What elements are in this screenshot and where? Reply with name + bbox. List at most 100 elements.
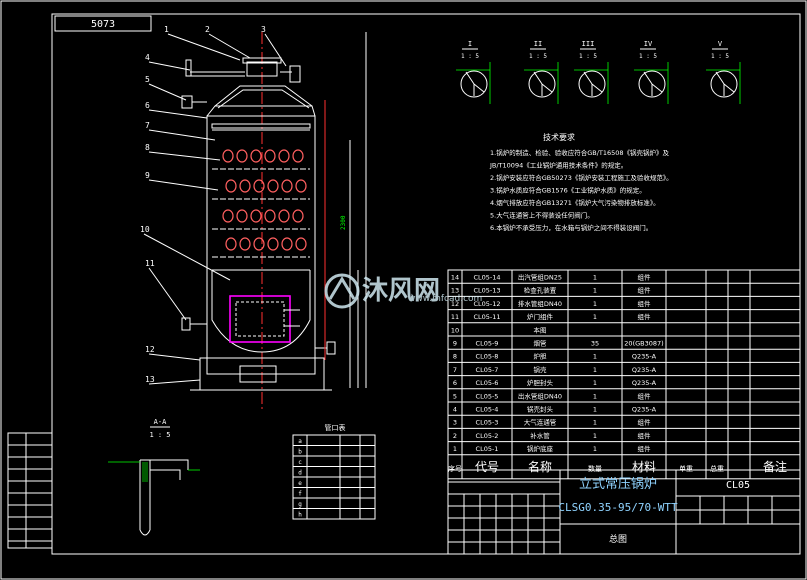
bom-cell: CL05-6 bbox=[476, 379, 499, 387]
bom-cell: 1 bbox=[593, 287, 597, 295]
bom-cell: CL05-13 bbox=[473, 287, 500, 295]
bom-cell: CL05-1 bbox=[476, 445, 499, 453]
tech-note-line: 1.锅炉的制造、检验、验收应符合GB/T16508《锅壳锅炉》及 bbox=[490, 148, 670, 157]
tech-note-line: 3.锅炉水质应符合GB1576《工业锅炉水质》的规定。 bbox=[490, 186, 646, 195]
bom-cell: 组件 bbox=[638, 312, 652, 321]
smoke-tube bbox=[278, 149, 290, 163]
section-label: V bbox=[718, 40, 723, 48]
section-circle bbox=[710, 70, 738, 98]
smoke-tube bbox=[281, 237, 293, 251]
bom-header-cell: 序号 bbox=[448, 464, 462, 473]
leader-line bbox=[167, 33, 241, 61]
callout-11: 11 bbox=[145, 259, 155, 268]
product-name: 立式常压锅炉 bbox=[579, 476, 657, 492]
smoke-tube bbox=[267, 179, 279, 193]
smoke-tube bbox=[222, 209, 234, 223]
smoke-tube bbox=[250, 209, 262, 223]
section-scale: 1 : 5 bbox=[639, 53, 657, 60]
furnace-door bbox=[229, 295, 291, 343]
section-label: III bbox=[582, 40, 595, 48]
bom-cell: 10 bbox=[451, 326, 459, 334]
drawing-no: 5073 bbox=[91, 19, 115, 30]
bom-cell: 9 bbox=[453, 340, 457, 348]
leader-line bbox=[208, 33, 251, 59]
bom-cell: 锅炉底座 bbox=[527, 444, 554, 453]
smoke-tube bbox=[292, 149, 304, 163]
bom-cell: 出汽管组DN25 bbox=[518, 273, 562, 282]
bom-cell: 1 bbox=[593, 432, 597, 440]
nozzle-row-id: a bbox=[298, 438, 302, 445]
section-label: II bbox=[534, 40, 542, 48]
bom-cell: CL05-5 bbox=[476, 392, 499, 400]
bom-cell: 1 bbox=[593, 274, 597, 282]
bom-cell: 1 bbox=[593, 419, 597, 427]
bom-cell: 锅壳封头 bbox=[527, 405, 554, 414]
bom-cell: CL05-11 bbox=[473, 313, 500, 321]
bom-cell: CL05-3 bbox=[476, 419, 499, 427]
leader-line bbox=[148, 61, 191, 71]
bom-cell: CL05-14 bbox=[473, 274, 500, 282]
section-circle bbox=[578, 70, 606, 98]
bom-cell: CL05-2 bbox=[476, 432, 499, 440]
bom-header-cell: 代号 bbox=[475, 460, 499, 474]
bom-cell: 本图 bbox=[534, 325, 547, 334]
tech-note-line: 6.本锅炉不承受压力，在水箱与锅炉之间不得装设阀门。 bbox=[490, 223, 652, 232]
bom-cell: 8 bbox=[453, 353, 457, 361]
callout-1: 1 bbox=[164, 25, 169, 34]
bom-cell: CL05-7 bbox=[476, 366, 499, 374]
bom-cell: 7 bbox=[453, 366, 457, 374]
callout-7: 7 bbox=[145, 121, 150, 130]
bom-cell: CL05-8 bbox=[476, 353, 499, 361]
bom-cell: 组件 bbox=[638, 431, 652, 440]
bom-cell: 组件 bbox=[638, 299, 652, 308]
view-type: 总图 bbox=[609, 533, 627, 545]
drawing-no-box bbox=[54, 15, 152, 32]
bom-cell: 检查孔装置 bbox=[524, 286, 557, 295]
bom-cell: Q235-A bbox=[632, 366, 657, 374]
nozzle-row-id: f bbox=[298, 491, 302, 498]
smoke-tube bbox=[264, 149, 276, 163]
section-circle bbox=[638, 70, 666, 98]
bom-cell: 14 bbox=[451, 274, 459, 282]
smoke-tube bbox=[222, 149, 234, 163]
svg-text:2300: 2300 bbox=[340, 215, 347, 230]
nozzle-row-id: h bbox=[298, 512, 302, 519]
smoke-tube bbox=[236, 149, 248, 163]
leader-line bbox=[148, 267, 187, 321]
section-scale: 1 : 5 bbox=[461, 53, 479, 60]
bom-header-cell: 材料 bbox=[632, 460, 656, 474]
bom-cell: 6 bbox=[453, 379, 457, 387]
callout-4: 4 bbox=[145, 53, 150, 62]
bom-cell: 1 bbox=[593, 353, 597, 361]
drawing-code: CL05 bbox=[726, 480, 750, 491]
bom-cell: 补水管 bbox=[530, 431, 550, 440]
bom-cell: 1 bbox=[593, 392, 597, 400]
bom-cell: 20(GB3087) bbox=[624, 340, 663, 348]
bom-cell: 1 bbox=[593, 366, 597, 374]
bom-cell: 组件 bbox=[638, 286, 652, 295]
nozzle-row-id: d bbox=[298, 470, 302, 477]
tech-notes-title: 技术要求 bbox=[543, 132, 575, 142]
bom-cell: CL05-4 bbox=[476, 406, 499, 414]
bom-cell: 1 bbox=[593, 406, 597, 414]
bom-cell: 烟管 bbox=[534, 339, 548, 348]
callout-9: 9 bbox=[145, 171, 150, 180]
callout-2: 2 bbox=[205, 25, 210, 34]
bom-cell: 组件 bbox=[638, 273, 652, 282]
bom-cell: 炉胆封头 bbox=[527, 378, 554, 387]
smoke-tube-rows bbox=[212, 149, 310, 258]
bom-cell: Q235-A bbox=[632, 353, 657, 361]
smoke-tube bbox=[295, 179, 307, 193]
callout-13: 13 bbox=[145, 375, 155, 384]
smoke-tube bbox=[278, 209, 290, 223]
smoke-tube bbox=[264, 209, 276, 223]
callout-8: 8 bbox=[145, 143, 150, 152]
callout-6: 6 bbox=[145, 101, 150, 110]
bom-cell: 13 bbox=[451, 287, 459, 295]
bom-cell: 5 bbox=[453, 392, 457, 400]
